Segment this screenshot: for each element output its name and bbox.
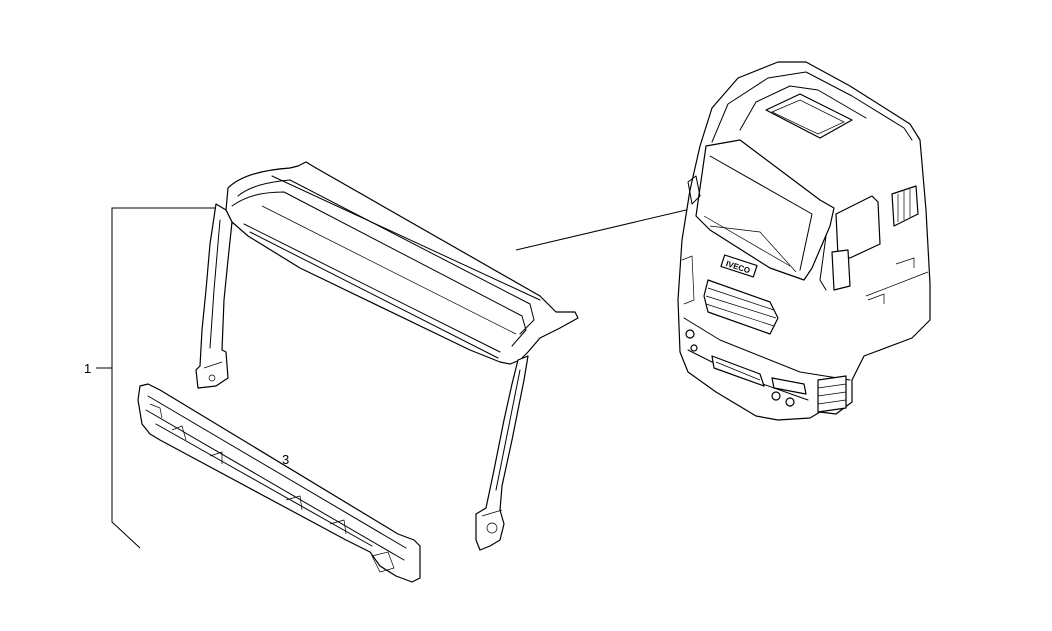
side-vents [891, 185, 919, 227]
leader-line-to-truck [515, 202, 717, 251]
callout-label-3: 3 [282, 452, 289, 467]
lower-cross-member: 3 [137, 383, 421, 583]
callout-1-bracket: 1 [84, 207, 215, 549]
windscreen-frame [195, 161, 579, 551]
front-grille [703, 279, 779, 335]
truck-cab-illustration: IVECO [677, 61, 931, 421]
callout-label-1: 1 [84, 361, 91, 376]
